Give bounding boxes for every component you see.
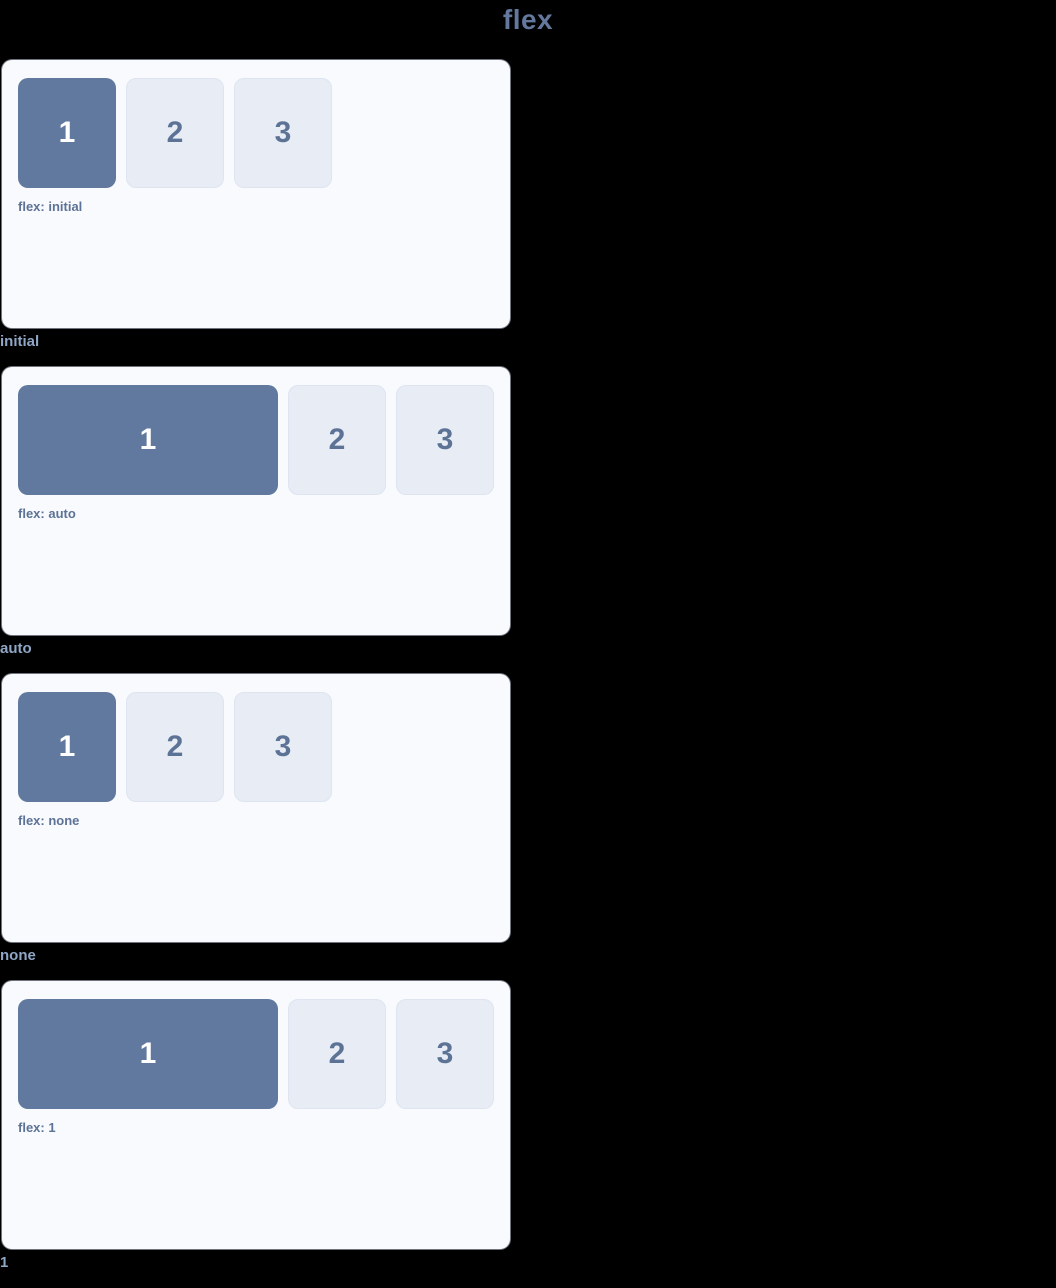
flex-item-2[interactable]: 2 (126, 692, 224, 802)
demo-cell-one: 1 2 3 flex: 1 1 (0, 981, 530, 1271)
panel-grid: 1 2 3 flex: initial initial 1 2 3 flex: … (0, 60, 1056, 1288)
demo-panel-initial: 1 2 3 flex: initial (2, 60, 510, 328)
panel-caption-auto: auto (0, 640, 32, 657)
flex-container-initial: 1 2 3 (18, 78, 494, 188)
panel-caption-initial: initial (0, 333, 40, 350)
demo-panel-none: 1 2 3 flex: none (2, 674, 510, 942)
flex-item-2[interactable]: 2 (126, 78, 224, 188)
flex-item-1[interactable]: 1 (18, 999, 278, 1109)
flex-item-2[interactable]: 2 (288, 385, 386, 495)
panel-label-initial: flex: initial (18, 199, 83, 214)
flex-container-one: 1 2 3 (18, 999, 494, 1109)
flex-item-1[interactable]: 1 (18, 78, 116, 188)
demo-cell-auto: 1 2 3 flex: auto auto (0, 367, 530, 657)
flex-item-3[interactable]: 3 (234, 78, 332, 188)
panel-label-one: flex: 1 (18, 1120, 56, 1135)
flex-item-1[interactable]: 1 (18, 385, 278, 495)
flex-item-3[interactable]: 3 (396, 999, 494, 1109)
panel-label-auto: flex: auto (18, 506, 76, 521)
panel-caption-one: 1 (0, 1254, 9, 1271)
demo-panel-auto: 1 2 3 flex: auto (2, 367, 510, 635)
flex-item-3[interactable]: 3 (234, 692, 332, 802)
demo-cell-initial: 1 2 3 flex: initial initial (0, 60, 530, 350)
flex-item-2[interactable]: 2 (288, 999, 386, 1109)
demo-panel-one: 1 2 3 flex: 1 (2, 981, 510, 1249)
flex-item-3[interactable]: 3 (396, 385, 494, 495)
flex-container-auto: 1 2 3 (18, 385, 494, 495)
panel-caption-none: none (0, 947, 36, 964)
panel-label-none: flex: none (18, 813, 80, 828)
flex-item-1[interactable]: 1 (18, 692, 116, 802)
demo-cell-none: 1 2 3 flex: none none (0, 674, 530, 964)
page-title: flex (502, 4, 554, 35)
flex-container-none: 1 2 3 (18, 692, 494, 802)
